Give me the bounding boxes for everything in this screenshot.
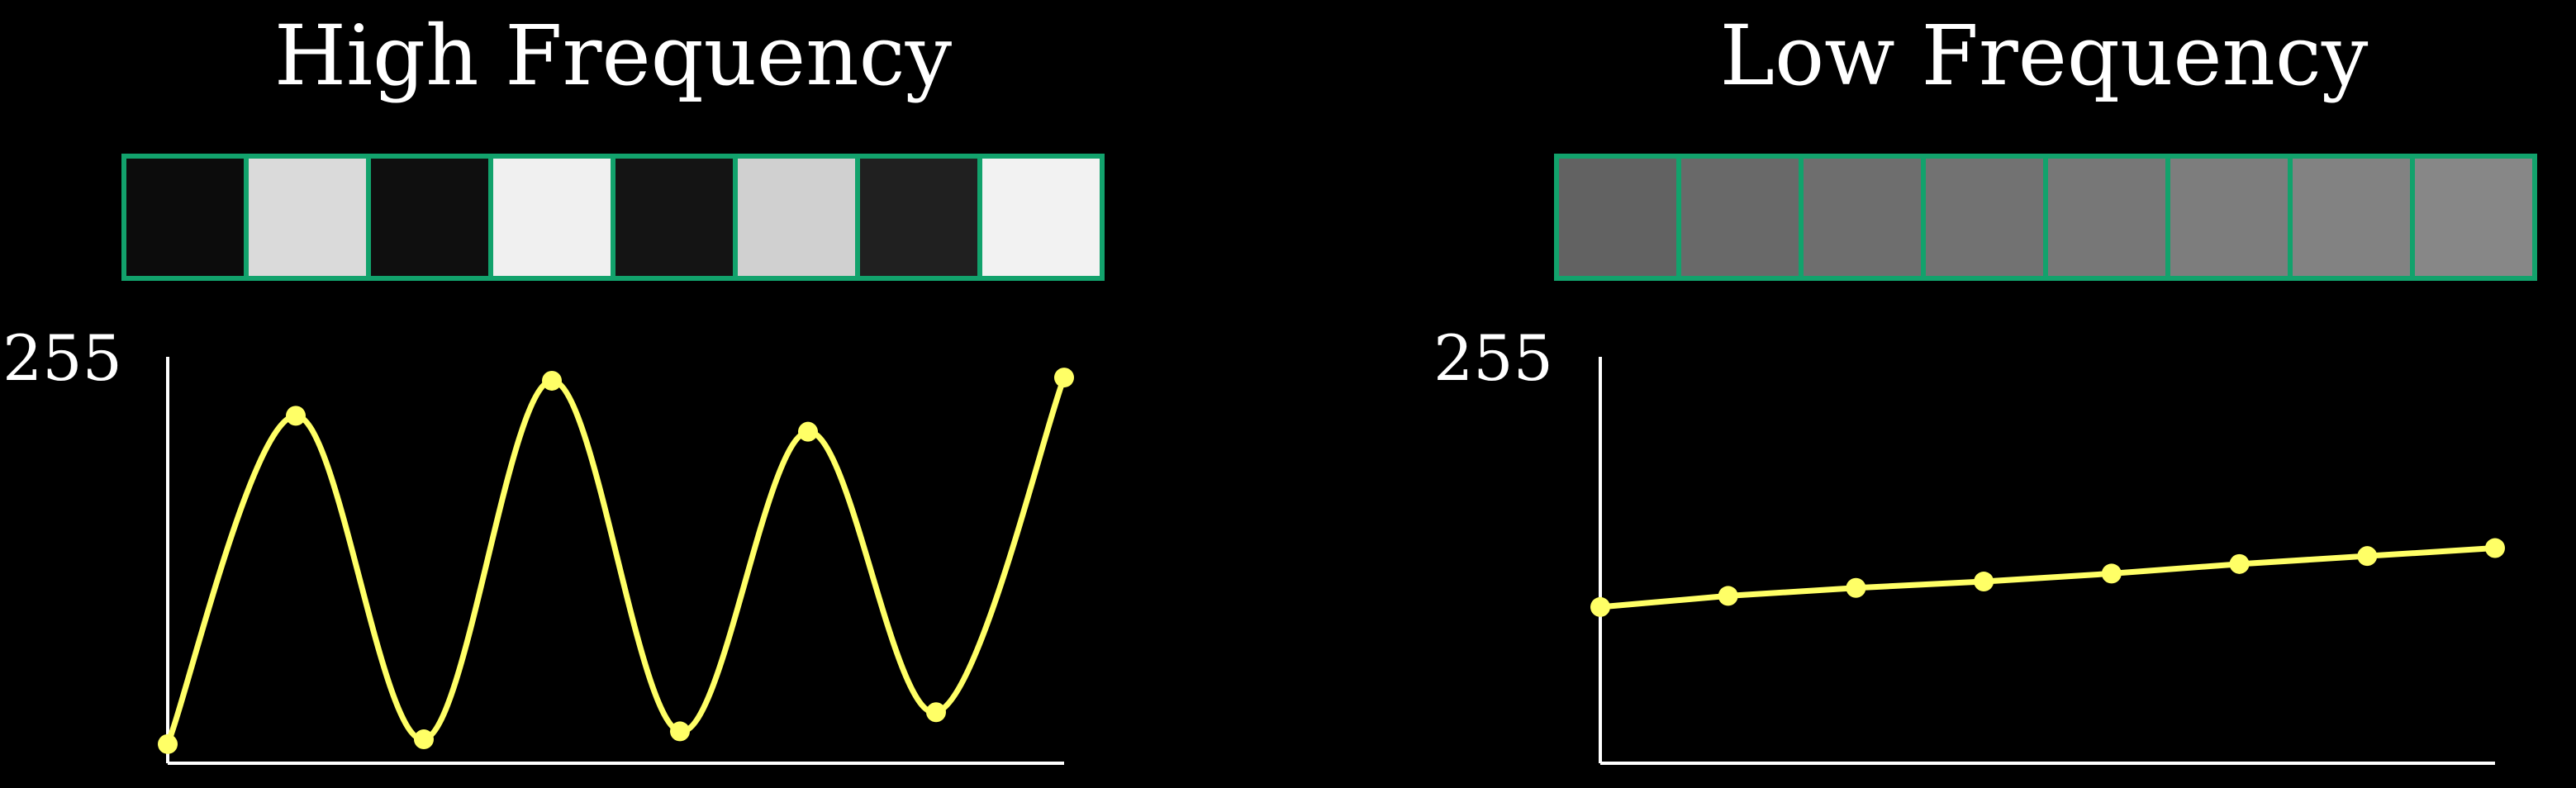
high-frequency-pixel-cell-0 [121,154,249,281]
low-frequency-data-point-3 [1974,572,1994,592]
low-frequency-data-point-0 [1590,596,1610,617]
low-frequency-pixel-cell-1 [1676,154,1804,281]
high-frequency-series-line [164,374,1067,748]
low-frequency-data-point-1 [1718,586,1738,606]
high-frequency-pixel-strip [121,154,1105,281]
low-frequency-data-point-5 [2229,553,2250,574]
high-frequency-data-point-2 [414,729,434,750]
low-frequency-data-point-7 [2485,538,2505,558]
low-frequency-pixel-strip [1554,154,2537,281]
high-frequency-data-point-7 [1054,368,1074,388]
high-frequency-title: High Frequency [274,7,953,104]
high-frequency-plot [158,357,1074,765]
high-frequency-data-point-3 [542,370,562,391]
low-frequency-y-tick-255: 255 [1433,321,1553,395]
low-frequency-data-point-2 [1846,577,1866,598]
low-frequency-data-point-6 [2357,546,2378,567]
high-frequency-pixel-cell-3 [488,154,615,281]
high-frequency-pixel-cell-5 [733,154,860,281]
high-frequency-pixel-cell-1 [244,154,371,281]
low-frequency-title: Low Frequency [1720,7,2369,104]
low-frequency-pixel-cell-6 [2288,154,2415,281]
high-frequency-pixel-cell-7 [977,154,1105,281]
high-frequency-y-tick-255: 255 [2,321,122,395]
low-frequency-pixel-cell-2 [1799,154,1926,281]
high-frequency-data-point-1 [286,406,306,426]
high-frequency-pixel-cell-4 [611,154,738,281]
high-frequency-data-point-4 [670,721,690,742]
low-frequency-pixel-cell-3 [1921,154,2048,281]
low-frequency-plot [1590,357,2505,765]
high-frequency-data-point-0 [158,733,178,754]
high-frequency-data-point-5 [798,421,818,442]
low-frequency-pixel-cell-5 [2165,154,2293,281]
low-frequency-data-point-4 [2101,563,2122,584]
high-frequency-pixel-cell-2 [366,154,493,281]
high-frequency-data-point-6 [926,702,946,723]
low-frequency-pixel-cell-7 [2410,154,2537,281]
low-frequency-pixel-cell-0 [1554,154,1681,281]
low-frequency-series-line [1597,545,2498,610]
low-frequency-panel: Low Frequency 255 [1433,7,2537,765]
high-frequency-panel: High Frequency 255 [2,7,1105,765]
low-frequency-pixel-cell-4 [2043,154,2170,281]
high-frequency-pixel-cell-6 [855,154,982,281]
